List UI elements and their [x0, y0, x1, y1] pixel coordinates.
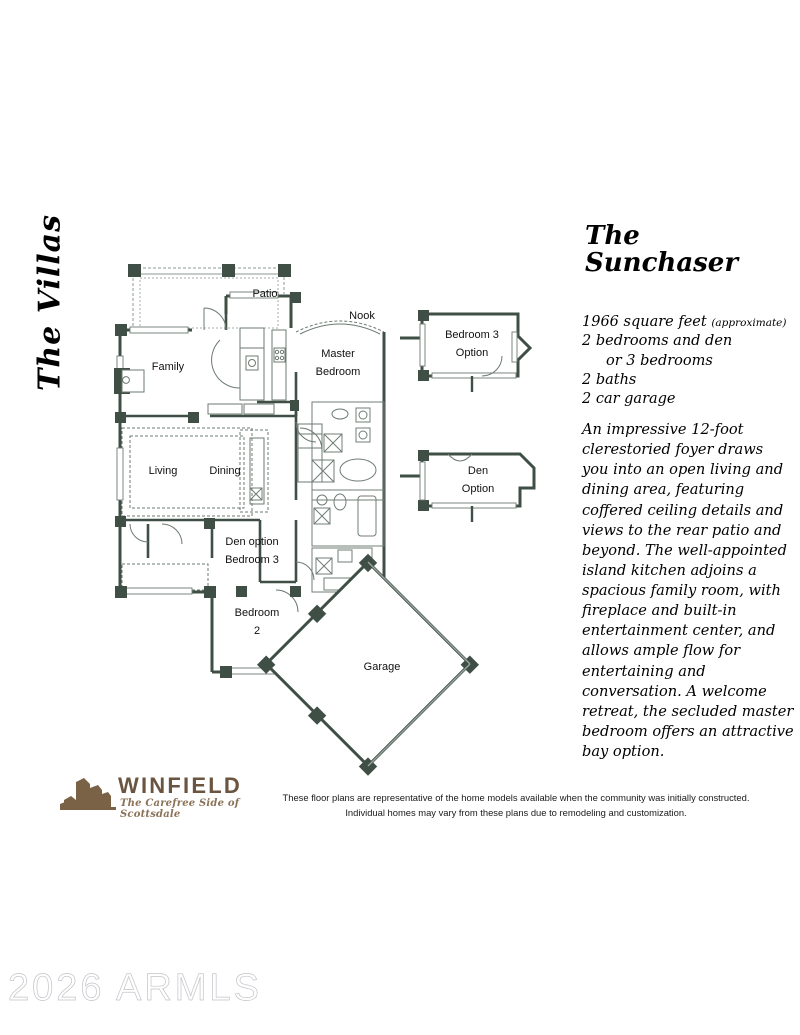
fp-piers: [115, 292, 301, 680]
disclaimer-text: These floor plans are representative of …: [272, 790, 760, 820]
winfield-logo: WINFIELD The Carefree Side of Scottsdale: [60, 772, 290, 820]
spec-baths: 2 baths: [582, 371, 637, 388]
inset-label-bedroom3-line1: Bedroom 3: [445, 329, 499, 341]
fp-garage: [256, 553, 480, 776]
room-label-nook: Nook: [349, 310, 375, 322]
fp-patio: [128, 264, 291, 332]
disclaimer-line-2: constructed. Individual homes may vary f…: [345, 792, 750, 819]
inset-label-den-line2: Option: [462, 483, 494, 495]
spec-bedrooms-den: 2 bedrooms and den: [582, 333, 733, 350]
room-label-den-option: Den option: [225, 536, 278, 548]
floor-plan-drawing: Patio Nook Family Master Bedroom Living …: [114, 264, 536, 776]
plan-description: An impressive 12-foot clerestoried foyer…: [582, 421, 794, 760]
inset-label-bedroom3-line2: Option: [456, 347, 488, 359]
room-label-master-1: Master: [321, 348, 355, 360]
room-label-living: Living: [149, 465, 178, 477]
room-label-bedroom3-alt: Bedroom 3: [225, 554, 279, 566]
room-label-master-2: Bedroom: [316, 366, 361, 378]
inset-label-den-line1: Den: [468, 465, 488, 477]
room-label-bedroom2-num: 2: [254, 625, 260, 637]
collection-name-vertical: The Villas: [32, 214, 68, 391]
fp-interior-walls: [120, 314, 298, 584]
room-label-patio: Patio: [252, 288, 277, 300]
room-label-garage: Garage: [364, 661, 401, 673]
winfield-wordmark: WINFIELD: [118, 773, 242, 798]
boulder-rocks-icon: [60, 778, 116, 810]
plan-title-line-1: The: [585, 221, 640, 251]
room-label-dining: Dining: [209, 465, 240, 477]
spec-square-feet: 1966 square feet (approximate): [582, 313, 797, 332]
fp-bath-fixtures: [249, 401, 385, 593]
fp-door-swings: [129, 307, 323, 613]
plan-title-line-2: Sunchaser: [585, 247, 739, 278]
winfield-tagline: The Carefree Side of Scottsdale: [120, 798, 240, 820]
armls-watermark: 2026 ARMLS: [8, 967, 262, 1010]
fp-inset-bedroom3-option: Bedroom 3 Option: [400, 310, 533, 392]
fp-inset-den-option: Den Option: [400, 450, 536, 522]
spec-bedrooms-alt: or 3 bedrooms: [606, 352, 713, 369]
plan-specs-list: 1966 square feet (approximate) 2 bedroom…: [582, 313, 797, 409]
spec-square-feet-value: 1966 square feet: [582, 314, 707, 330]
spec-garage: 2 car garage: [582, 391, 676, 408]
fp-fireplace: [114, 368, 145, 394]
room-label-bedroom2: Bedroom: [235, 607, 280, 619]
room-label-family: Family: [152, 361, 185, 373]
fp-thin-linework: [121, 277, 385, 591]
spec-square-feet-note: (approximate): [711, 317, 787, 329]
disclaimer-line-1: These floor plans are representative of …: [282, 792, 696, 803]
plan-title-block: The Sunchaser: [585, 223, 795, 277]
